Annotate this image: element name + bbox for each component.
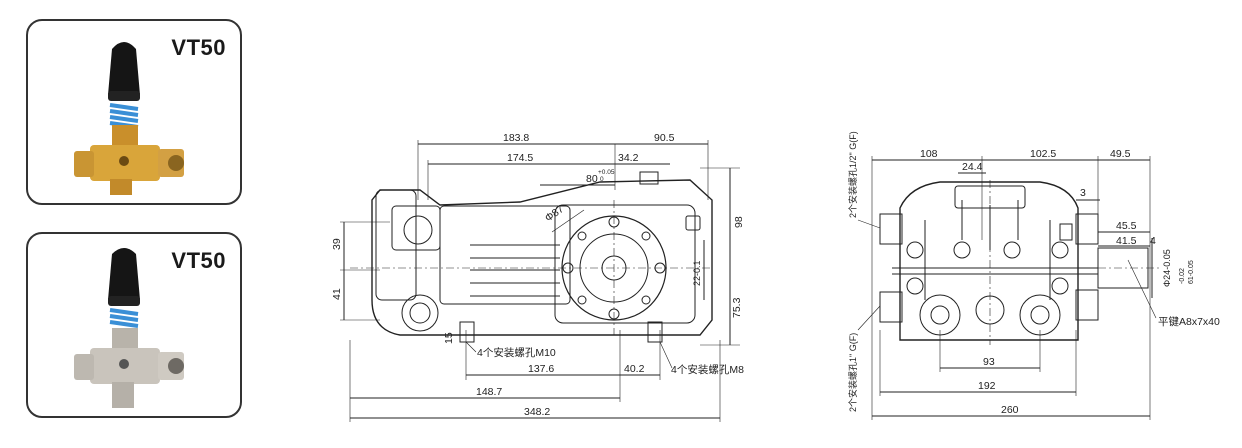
valve-brass-illustration [74, 42, 184, 195]
dim-183-8: 183.8 [503, 132, 529, 144]
dim-90-5: 90.5 [654, 132, 675, 144]
dim-108: 108 [920, 148, 938, 160]
dim-45-5: 45.5 [1116, 220, 1137, 232]
dim-24-4: 24.4 [962, 161, 983, 173]
dim-137-6: 137.6 [528, 363, 554, 375]
dim-22-01: 22-0.1 [692, 260, 702, 286]
pump-side-view [340, 140, 740, 422]
dim-348-2: 348.2 [524, 406, 550, 418]
dim-192: 192 [978, 380, 996, 392]
dim-15: 15 [443, 332, 455, 344]
dim-260: 260 [1001, 404, 1019, 416]
dim-tol-2: 61-0.05 [1188, 260, 1195, 284]
dim-148-7: 148.7 [476, 386, 502, 398]
dim-39: 39 [331, 238, 343, 250]
front-view-leaders [857, 219, 1157, 331]
dim-tol-1: -0.02 [1179, 268, 1186, 284]
callout-top-port: 2个安装螺孔1/2" G(F) [847, 131, 858, 218]
product-label: VT50 [171, 248, 226, 273]
dim-174-5: 174.5 [507, 152, 533, 164]
dim-41-5: 41.5 [1116, 235, 1137, 247]
dim-98: 98 [733, 216, 745, 228]
side-view-leaders [465, 341, 673, 369]
product-card-vt50-nickel: VT50 [26, 232, 242, 418]
dim-102-5: 102.5 [1030, 148, 1056, 160]
dim-tol-zero: 0 [600, 176, 604, 183]
callout-m10: 4个安装螺孔M10 [477, 346, 556, 359]
product-label: VT50 [171, 35, 226, 60]
dim-phi24: Φ24-0.05 [1162, 249, 1172, 287]
product-card-vt50-brass: VT50 [26, 19, 242, 205]
callout-bottom-port: 2个安装螺孔1" G(F) [847, 333, 858, 412]
dim-tol-plus: +0.05 [598, 169, 615, 176]
pump-front-view [871, 156, 1160, 420]
callout-m8: 4个安装螺孔M8 [671, 363, 744, 376]
front-view-labels: 108 102.5 49.5 24.4 3 45.5 41.5 4 Φ24-0.… [847, 131, 1220, 416]
dim-49-5: 49.5 [1110, 148, 1131, 160]
dim-40-2: 40.2 [624, 363, 645, 375]
dim-3: 3 [1080, 187, 1086, 199]
dim-34-2: 34.2 [618, 152, 639, 164]
dim-4: 4 [1150, 235, 1156, 247]
valve-nickel-illustration [74, 248, 184, 408]
callout-key: 平键A8x7x40 [1158, 315, 1220, 328]
dim-41: 41 [331, 288, 343, 300]
dim-93: 93 [983, 356, 995, 368]
dim-75-3: 75.3 [731, 297, 743, 318]
side-view-labels: 183.8 90.5 174.5 34.2 80 +0.05 0 Φ87 98 … [331, 132, 745, 418]
dim-80: 80 [586, 173, 598, 185]
